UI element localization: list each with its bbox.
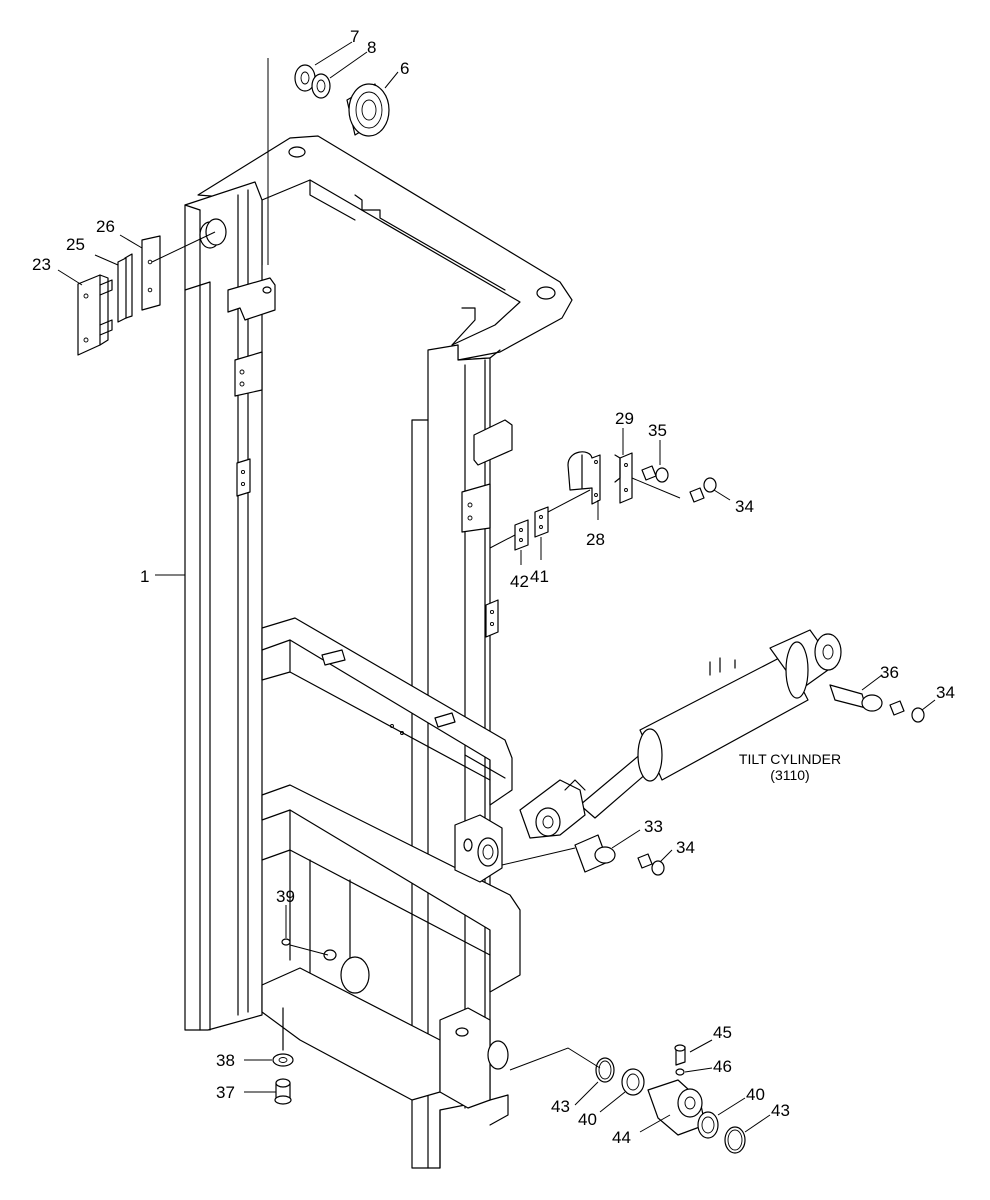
callout-39: 39: [276, 887, 295, 906]
callout-35: 35: [648, 421, 667, 440]
fitting-39: [281, 938, 291, 946]
tilt-cylinder-drawing: [519, 629, 925, 876]
bolt-34-right: [889, 700, 905, 716]
callout-40-left: 40: [578, 1110, 597, 1129]
bushing-40-left: [621, 1068, 645, 1096]
pivot-parts: [595, 1044, 746, 1154]
callout-41: 41: [530, 567, 549, 586]
callout-46: 46: [713, 1057, 732, 1076]
callout-23: 23: [32, 255, 51, 274]
callout-labels: 1 6 7 8 23 25 26 28 29 35 34 41 42 36 34…: [32, 27, 955, 1147]
callout-42: 42: [510, 572, 529, 591]
plate-42: [514, 519, 529, 551]
callout-34-upper: 34: [735, 497, 754, 516]
plate-23: [77, 274, 101, 356]
callout-28: 28: [586, 530, 605, 549]
callout-7: 7: [350, 27, 359, 46]
callout-37: 37: [216, 1083, 235, 1102]
shim-group: [77, 235, 161, 356]
washer-38: [272, 1053, 294, 1067]
tilt-cylinder-title: TILT CYLINDER: [739, 751, 841, 767]
callout-38: 38: [216, 1051, 235, 1070]
shim-25: [117, 257, 127, 323]
callout-36: 36: [880, 663, 899, 682]
callout-29: 29: [615, 409, 634, 428]
plate-41: [534, 506, 549, 538]
callout-6: 6: [400, 59, 409, 78]
callout-43-left: 43: [551, 1097, 570, 1116]
bolt-34-mid: [637, 853, 653, 869]
bolt-34-upper: [689, 487, 705, 503]
callout-1: 1: [140, 567, 149, 586]
roller-assembly: [294, 64, 390, 137]
callout-45: 45: [713, 1023, 732, 1042]
leader-lines: [57, 41, 936, 1133]
bracket-29: [619, 452, 633, 504]
callout-26: 26: [96, 217, 115, 236]
clamp-28: [567, 451, 601, 505]
tilt-cylinder-ref: (3110): [770, 767, 809, 783]
hose-clamp-group: [514, 451, 717, 551]
bottom-fittings: [272, 938, 294, 1105]
shim-26: [141, 235, 161, 311]
callout-8: 8: [367, 38, 376, 57]
washer-8: [311, 73, 331, 99]
tilt-cylinder-caption: TILT CYLINDER (3110): [739, 751, 841, 783]
callout-33: 33: [644, 817, 663, 836]
bushing-40-right: [697, 1111, 719, 1139]
callout-34-mid: 34: [676, 838, 695, 857]
callout-44: 44: [612, 1128, 631, 1147]
callout-40-right: 40: [746, 1085, 765, 1104]
washer-46: [675, 1068, 685, 1076]
outer-mast: [184, 135, 573, 1169]
bolt-35: [641, 465, 657, 481]
callout-43-right: 43: [771, 1101, 790, 1120]
callout-34-right: 34: [936, 683, 955, 702]
pin-36: [829, 684, 867, 709]
callout-25: 25: [66, 235, 85, 254]
